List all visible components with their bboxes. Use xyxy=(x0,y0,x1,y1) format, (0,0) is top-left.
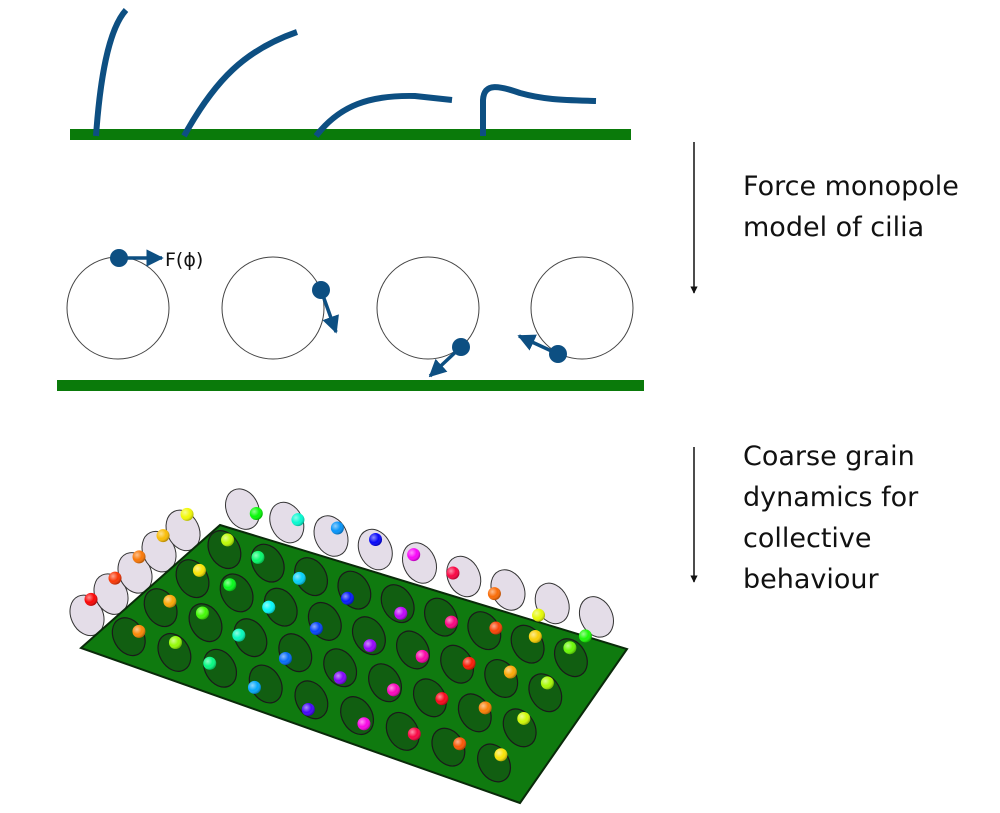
orbit-2 xyxy=(221,256,339,360)
cilium-bead xyxy=(369,533,383,547)
cilium-bead xyxy=(180,507,194,521)
cilium-bead xyxy=(407,727,421,741)
cilium-bead xyxy=(333,671,347,685)
substrate-plate xyxy=(79,523,629,805)
plate-orbit xyxy=(263,587,298,627)
cilium-bead xyxy=(462,656,476,670)
caption-line: Coarse grain xyxy=(743,441,915,472)
cilium-bead xyxy=(108,571,122,585)
upright-orbit xyxy=(357,528,393,571)
cilia-beat-panel xyxy=(70,7,631,140)
cilium-bead xyxy=(249,507,263,521)
cilium-bead xyxy=(540,676,554,690)
bead xyxy=(549,345,567,363)
cilia-lattice-panel xyxy=(69,488,629,805)
bead xyxy=(312,281,330,299)
cilium-bead xyxy=(301,702,315,716)
plate-orbit xyxy=(412,678,447,718)
upright-orbit xyxy=(578,596,614,638)
cilium-bead xyxy=(292,571,306,585)
cilium-bead xyxy=(453,737,467,751)
cilium-bead xyxy=(156,529,170,543)
caption-line: dynamics for xyxy=(743,482,919,513)
cilium-bead xyxy=(251,550,265,564)
cilium-bead xyxy=(84,592,98,606)
cilium-bead xyxy=(478,701,492,715)
cilium-bead xyxy=(435,692,449,706)
cilium-bead xyxy=(291,513,305,527)
cilium-bead xyxy=(503,665,517,679)
plate-orbit xyxy=(323,648,358,688)
cilium-bead xyxy=(415,649,429,663)
caption-line: Force monopole xyxy=(743,171,959,202)
cilium-bead xyxy=(262,600,276,614)
cilium-4 xyxy=(480,84,597,136)
upright-cilia-beads xyxy=(84,507,592,643)
plate-orbit xyxy=(233,618,268,658)
cilium-bead xyxy=(532,608,546,622)
substrate-bar-top xyxy=(70,129,631,140)
cilium-bead xyxy=(247,680,261,694)
cilium-bead xyxy=(192,563,206,577)
force-label: F(ϕ) xyxy=(165,249,203,271)
cilium-bead xyxy=(528,629,542,643)
cilium-bead xyxy=(487,587,501,601)
plate-orbit xyxy=(553,638,588,678)
cilium-bead xyxy=(494,748,508,762)
cilium-bead xyxy=(363,639,377,653)
cilium-bead xyxy=(446,566,460,580)
plate-orbit xyxy=(157,632,192,672)
substrate-bar-middle xyxy=(57,380,644,391)
cilium-bead xyxy=(278,651,292,665)
caption-force-monopole: Force monopole model of cilia xyxy=(743,166,959,248)
bead xyxy=(110,249,128,267)
bead xyxy=(452,338,470,356)
caption-line: collective xyxy=(743,523,872,554)
cilium-bead xyxy=(340,591,354,605)
cilium-bead xyxy=(195,606,209,620)
plate-cilia-group xyxy=(111,530,588,783)
caption-line: model of cilia xyxy=(743,212,925,243)
cilium-bead xyxy=(163,594,177,608)
cilium-1 xyxy=(93,7,129,137)
cilium-bead xyxy=(168,635,182,649)
cilium-bead xyxy=(394,606,408,620)
cilium-bead xyxy=(563,641,577,655)
orbit-4 xyxy=(517,256,634,363)
cilium-bead xyxy=(387,683,401,697)
cilium-bead xyxy=(221,533,235,547)
upright-orbit xyxy=(225,488,261,530)
cilium-bead xyxy=(444,615,458,629)
upright-orbit xyxy=(446,555,482,598)
cilium-2 xyxy=(181,29,298,138)
caption-coarse-grain: Coarse grain dynamics for collective beh… xyxy=(743,436,918,600)
plate-orbit xyxy=(351,616,386,656)
cilium-3 xyxy=(313,92,453,138)
plate-orbit xyxy=(385,711,420,751)
caption-line: behaviour xyxy=(743,564,879,595)
cilium-bead xyxy=(203,656,217,670)
cilium-bead xyxy=(407,548,421,562)
cilium-bead xyxy=(132,550,146,564)
cilium-bead xyxy=(578,629,592,643)
cilium-bead xyxy=(309,621,323,635)
cilium-bead xyxy=(232,628,246,642)
cilium-bead xyxy=(223,578,237,592)
force-monopole-panel: F(ϕ) xyxy=(57,249,644,391)
cilium-bead xyxy=(517,711,531,725)
cilium-bead xyxy=(330,521,344,535)
orbit-3 xyxy=(376,256,480,378)
cilium-bead xyxy=(132,624,146,638)
orbit-1: F(ϕ) xyxy=(66,249,203,360)
cilium-bead xyxy=(489,621,503,635)
cilium-bead xyxy=(357,717,371,731)
plate-orbit xyxy=(440,644,475,684)
